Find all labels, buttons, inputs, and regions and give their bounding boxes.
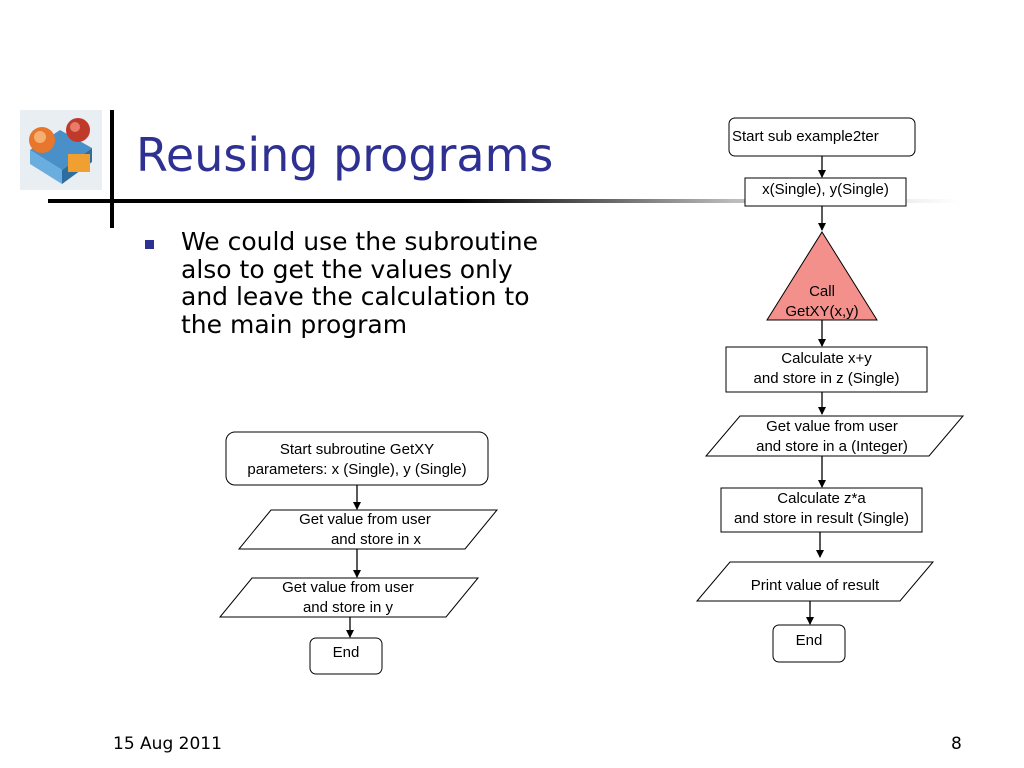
footer-date: 15 Aug 2011 bbox=[113, 734, 222, 754]
left-start-line2: parameters: x (Single), y (Single) bbox=[247, 461, 467, 478]
right-calc1-line2: and store in z (Single) bbox=[753, 370, 900, 387]
right-calc2-shape bbox=[720, 487, 923, 533]
left-input-x-line1: Get value from user bbox=[299, 511, 431, 528]
left-input-y-label: Get value from user and store in y bbox=[222, 578, 474, 618]
right-end-shape bbox=[772, 624, 846, 663]
logo-icon bbox=[20, 110, 102, 190]
right-calc2-line1: Calculate z*a bbox=[777, 490, 866, 507]
right-call-line1: Call bbox=[809, 283, 835, 300]
right-input-a-line1: Get value from user bbox=[766, 418, 898, 435]
left-input-y-line2: and store in y bbox=[302, 599, 394, 616]
right-calc2-label: Calculate z*a and store in result (Singl… bbox=[721, 489, 922, 529]
title-horizontal-rule bbox=[48, 199, 960, 203]
left-start-label: Start subroutine GetXY parameters: x (Si… bbox=[226, 440, 488, 480]
left-end-label: End bbox=[332, 644, 360, 661]
page-number: 8 bbox=[951, 734, 962, 754]
left-input-x-line2: and store in x bbox=[330, 531, 422, 548]
right-call-label: Call GetXY(x,y) bbox=[762, 282, 882, 322]
right-input-a-shape bbox=[704, 415, 965, 457]
right-input-a-line2: and store in a (Integer) bbox=[756, 438, 908, 455]
left-start-line1: Start subroutine GetXY bbox=[279, 441, 435, 458]
right-calc1-label: Calculate x+y and store in z (Single) bbox=[726, 349, 927, 389]
bullet-marker-icon bbox=[145, 240, 154, 249]
left-input-y-line1: Get value from user bbox=[282, 579, 414, 596]
right-print-label: Print value of result bbox=[750, 577, 880, 594]
right-end-label: End bbox=[795, 632, 823, 649]
right-start-label: Start sub example2ter bbox=[732, 128, 879, 145]
right-print-shape bbox=[695, 561, 935, 602]
right-input-a-label: Get value from user and store in a (Inte… bbox=[712, 417, 952, 457]
left-input-y-shape bbox=[218, 577, 480, 618]
right-calc2-line2: and store in result (Single) bbox=[733, 510, 910, 527]
right-call-line2: GetXY(x,y) bbox=[785, 303, 859, 320]
right-calc1-line1: Calculate x+y bbox=[781, 350, 872, 367]
left-end-shape bbox=[309, 637, 383, 675]
left-input-x-label: Get value from user and store in x bbox=[239, 510, 491, 550]
right-decl-shape bbox=[744, 177, 907, 207]
left-input-x-shape bbox=[237, 509, 499, 550]
right-decl-label: x(Single), y(Single) bbox=[762, 181, 889, 198]
slide-title: Reusing programs bbox=[136, 128, 554, 182]
title-vertical-rule bbox=[110, 110, 114, 228]
bullet-text: We could use the subroutine also to get … bbox=[181, 227, 538, 339]
right-calc1-shape bbox=[725, 346, 928, 393]
